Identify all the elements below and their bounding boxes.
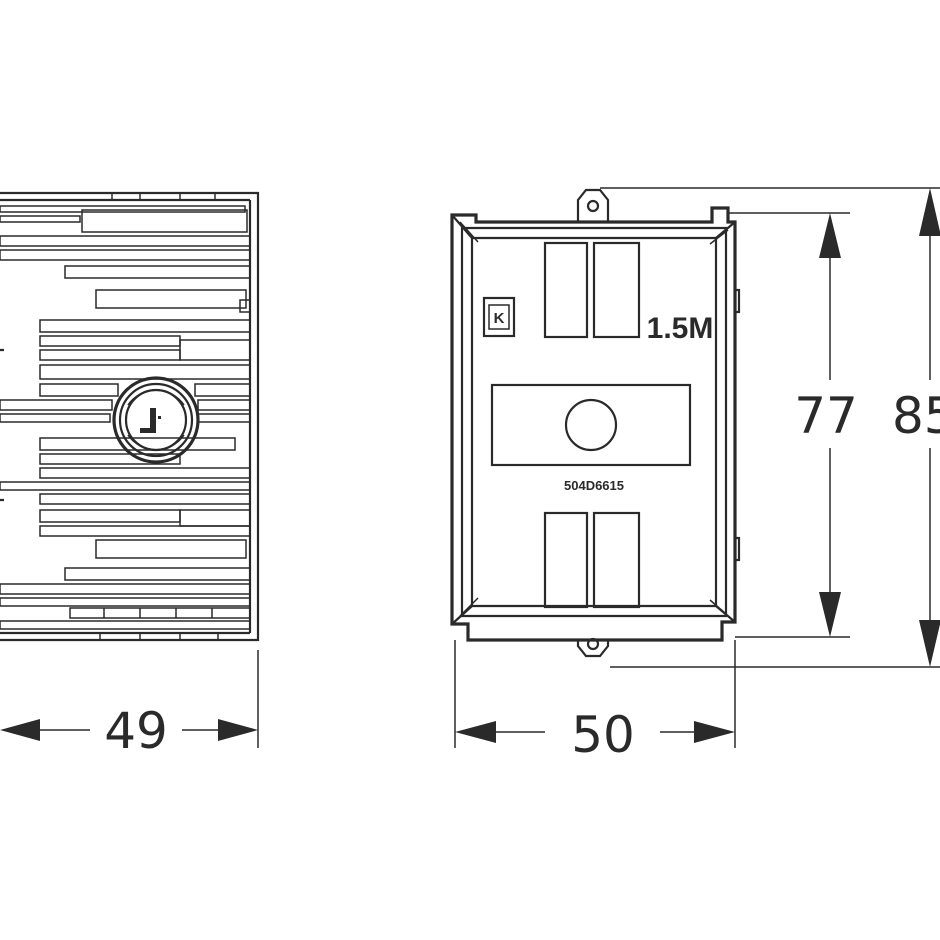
dimension-arrow-down <box>819 592 841 637</box>
side-view: 49 <box>0 191 260 760</box>
lower-contacts <box>543 511 641 609</box>
front-view-width-label: 50 <box>571 706 635 764</box>
dimension-arrow-up <box>919 188 940 236</box>
part-code: 504D6615 <box>564 478 624 493</box>
upper-contacts <box>543 241 641 339</box>
dimension-arrow-up <box>819 213 841 258</box>
side-view-width-label: 49 <box>104 702 168 760</box>
front-view-inner-height-label: 77 <box>794 387 858 445</box>
center-hole <box>564 398 618 452</box>
rating-label: 1.5M <box>647 312 714 345</box>
dimension-arrow-right <box>694 721 735 743</box>
brand-logo: K <box>482 296 516 338</box>
front-view-inner-height-dimension: 77 <box>728 212 858 638</box>
dimension-arrow-left <box>0 719 40 741</box>
front-view-outer-height-dimension: 85 <box>600 187 940 668</box>
central-window <box>490 383 692 467</box>
dimension-arrow-left <box>455 721 496 743</box>
side-view-ribs <box>0 205 251 630</box>
front-view: K 1.5M 504D6615 50 <box>450 187 940 764</box>
front-view-width-dimension: 50 <box>454 640 736 764</box>
brand-logo-letter: K <box>494 310 505 327</box>
front-view-outer-height-label: 85 <box>892 387 940 445</box>
side-view-width-dimension: 49 <box>0 650 259 760</box>
side-view-cable-entry <box>112 376 200 464</box>
dimension-arrow-right <box>218 719 258 741</box>
front-view-frame <box>450 188 741 658</box>
dimension-arrow-down <box>919 620 940 667</box>
